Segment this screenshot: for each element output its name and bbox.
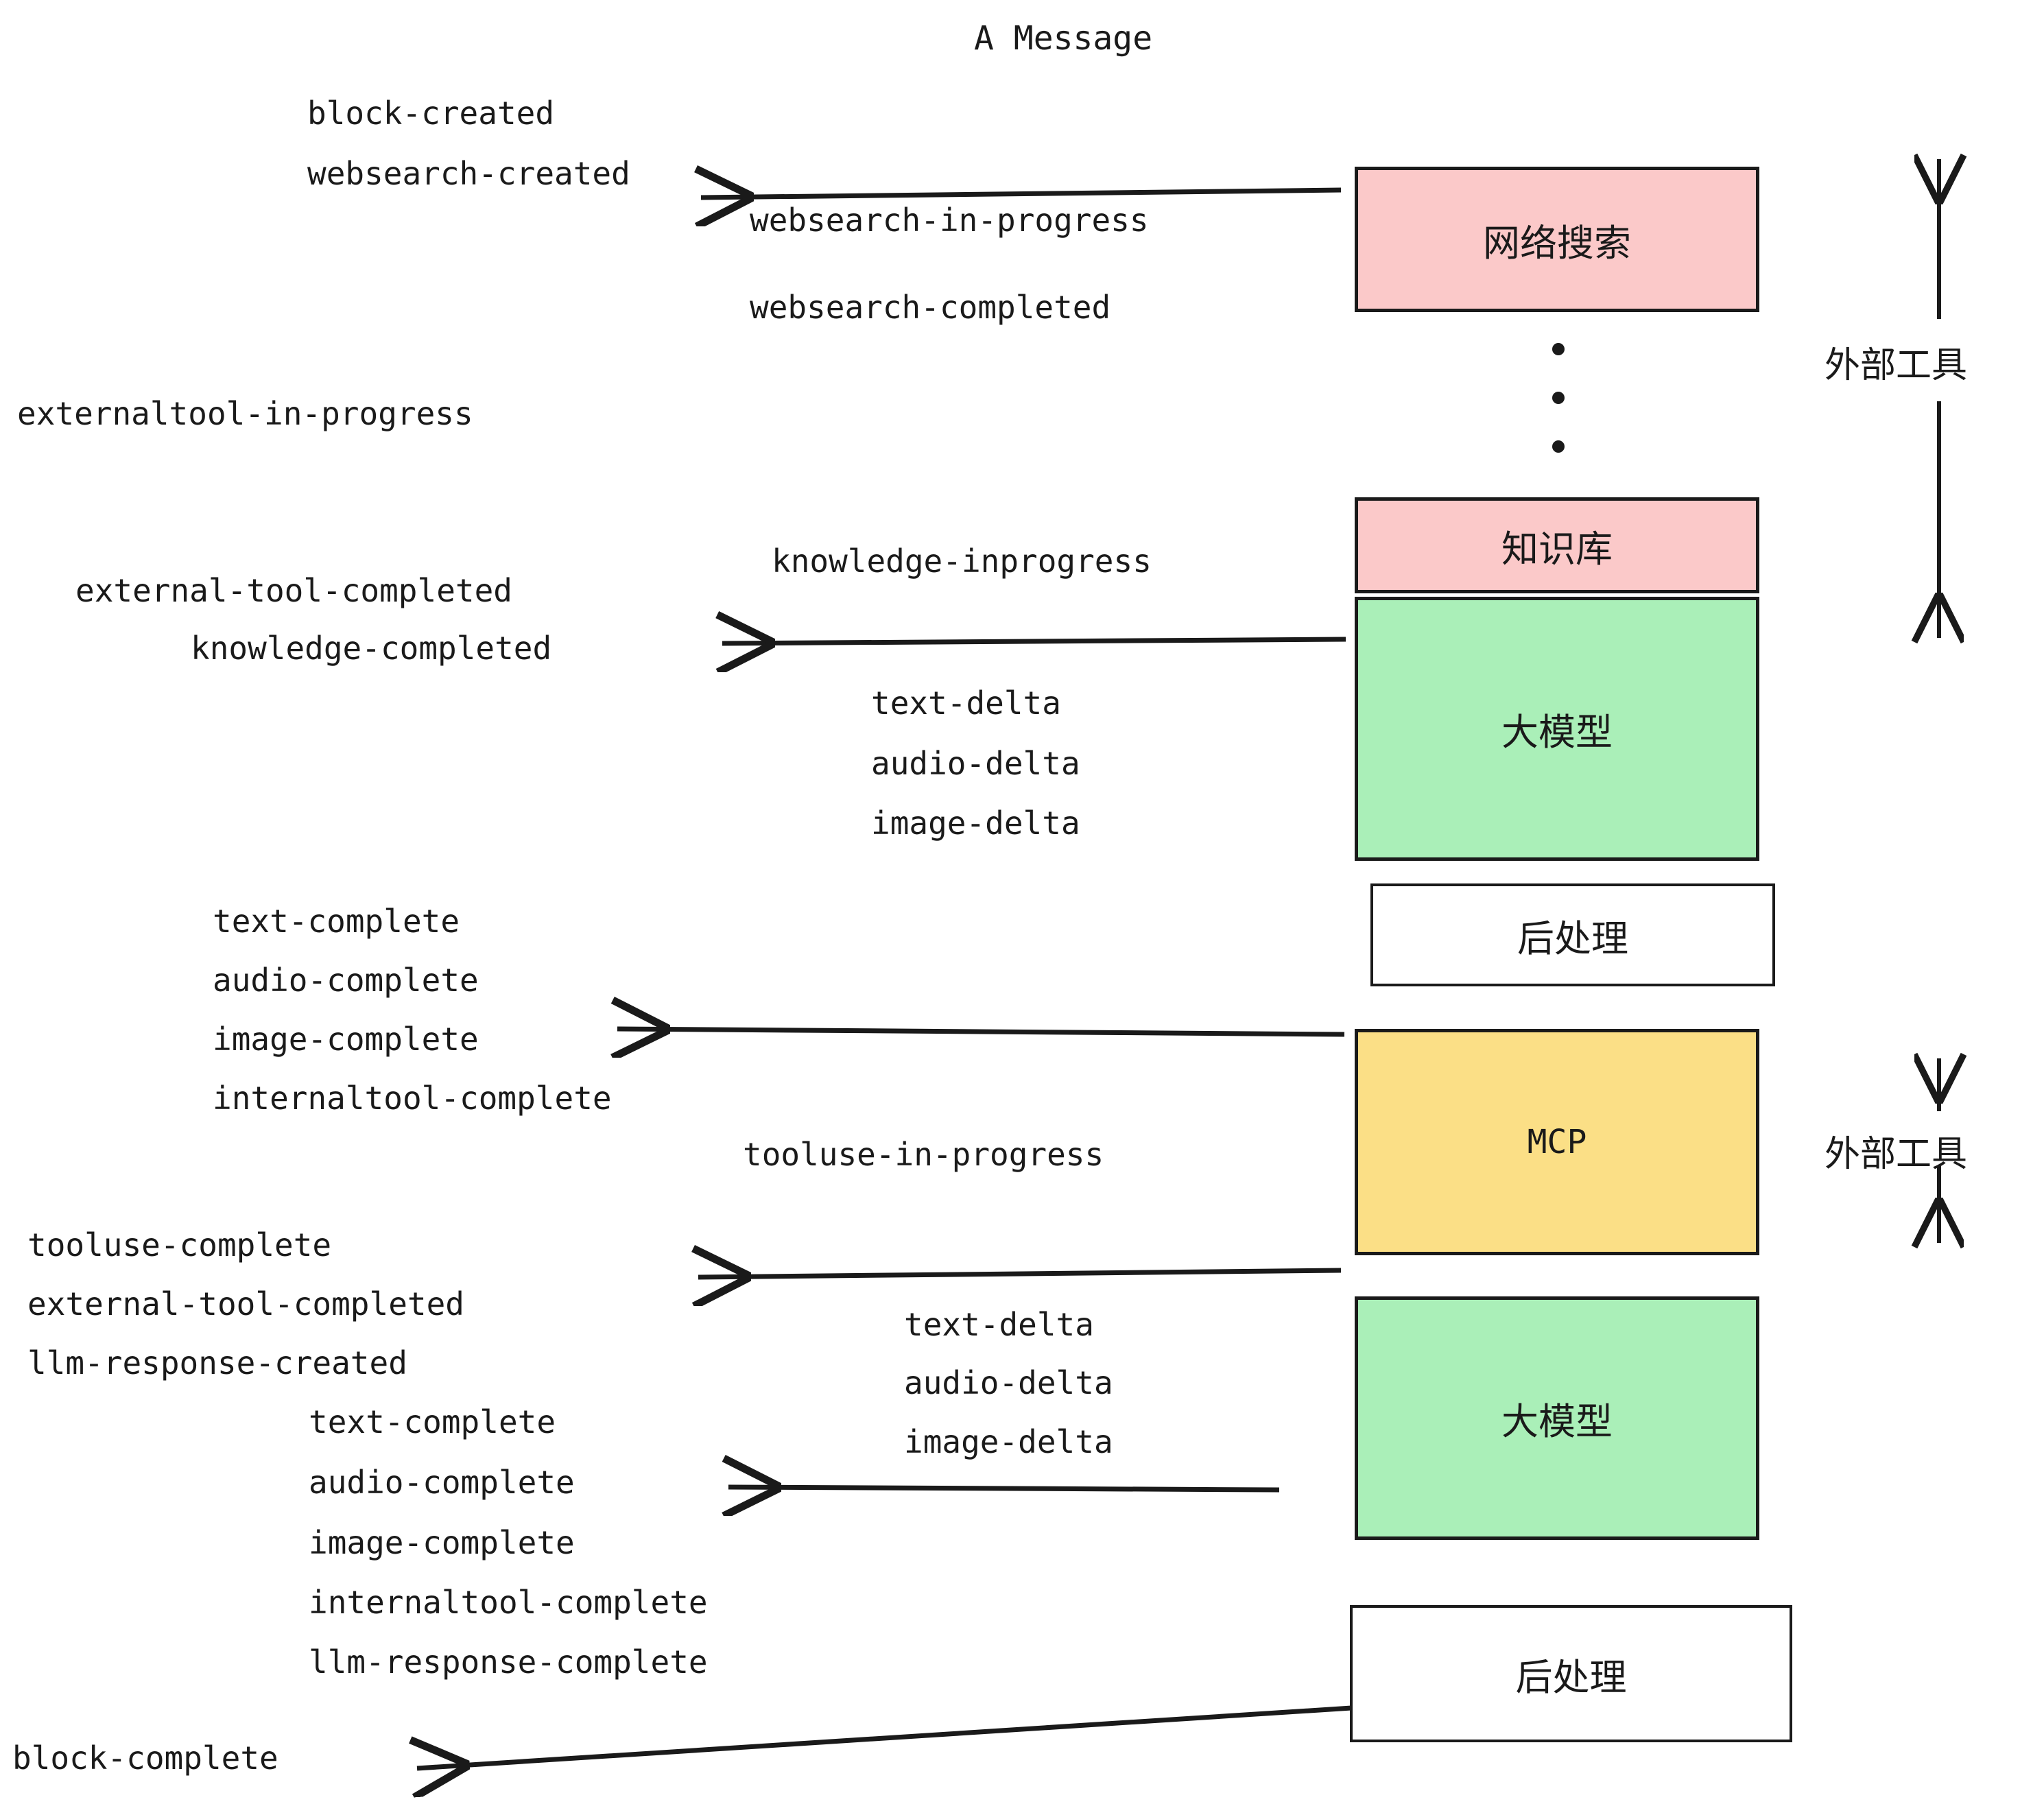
dot-1: [1552, 343, 1565, 355]
event-text-complete-2: text-complete: [309, 1403, 556, 1440]
page-title: A Message: [974, 19, 1153, 58]
event-websearch-created: websearch-created: [307, 155, 630, 192]
arrow-mcp-to-events: [698, 1270, 1342, 1277]
arrow-knowledge-to-events: [722, 639, 1346, 643]
node-postprocess-1[interactable]: 后处理: [1370, 883, 1775, 986]
event-tooluse-complete: tooluse-complete: [27, 1226, 332, 1263]
side-label-external-tools-bottom: 外部工具: [1825, 1134, 1968, 1175]
arrow-llm2-to-events: [728, 1487, 1280, 1490]
arrow-postproc2-to-events: [417, 1705, 1352, 1768]
event-audio-delta-2: audio-delta: [904, 1364, 1113, 1401]
event-block-complete: block-complete: [12, 1740, 278, 1777]
event-externaltool-in-progress: externaltool-in-progress: [17, 395, 473, 432]
node-mcp[interactable]: MCP: [1355, 1029, 1759, 1255]
event-internaltool-complete-1: internaltool-complete: [213, 1080, 612, 1117]
event-image-delta-2: image-delta: [904, 1423, 1113, 1460]
node-llm-1[interactable]: 大模型: [1355, 597, 1759, 861]
event-image-complete-1: image-complete: [213, 1021, 479, 1058]
ellipsis-dots: [1552, 343, 1565, 453]
arrow-websearch-to-events: [701, 190, 1342, 198]
event-block-created: block-created: [307, 95, 555, 132]
node-websearch-label: 网络搜索: [1483, 221, 1631, 265]
event-internaltool-complete-2: internaltool-complete: [309, 1584, 708, 1621]
event-tooluse-in-progress: tooluse-in-progress: [743, 1136, 1104, 1173]
node-postprocess-2[interactable]: 后处理: [1350, 1605, 1792, 1742]
arrow-postproc1-to-events: [617, 1029, 1345, 1034]
event-audio-delta-1: audio-delta: [871, 745, 1080, 782]
event-knowledge-inprogress: knowledge-inprogress: [772, 543, 1152, 580]
side-label-external-tools-top: 外部工具: [1825, 345, 1968, 386]
event-text-complete-1: text-complete: [213, 903, 460, 940]
node-mcp-label: MCP: [1527, 1123, 1587, 1161]
node-postprocess-1-label: 后处理: [1517, 916, 1628, 960]
event-external-tool-completed-2: external-tool-completed: [27, 1285, 464, 1322]
event-knowledge-completed: knowledge-completed: [191, 630, 552, 667]
event-llm-response-created: llm-response-created: [27, 1344, 407, 1381]
node-knowledge[interactable]: 知识库: [1355, 497, 1759, 593]
node-llm-1-label: 大模型: [1501, 711, 1613, 754]
event-audio-complete-1: audio-complete: [213, 962, 479, 999]
node-llm-2[interactable]: 大模型: [1355, 1296, 1759, 1540]
event-external-tool-completed-1: external-tool-completed: [75, 572, 512, 609]
event-llm-response-complete: llm-response-complete: [309, 1643, 708, 1681]
dot-2: [1552, 392, 1565, 404]
event-text-delta-2: text-delta: [904, 1306, 1094, 1343]
node-knowledge-label: 知识库: [1501, 527, 1613, 571]
node-llm-2-label: 大模型: [1501, 1400, 1613, 1443]
event-image-delta-1: image-delta: [871, 805, 1080, 842]
event-websearch-in-progress: websearch-in-progress: [750, 202, 1149, 239]
event-text-delta-1: text-delta: [871, 685, 1061, 722]
node-websearch[interactable]: 网络搜索: [1355, 167, 1759, 312]
dot-3: [1552, 440, 1565, 453]
event-websearch-completed: websearch-completed: [750, 289, 1111, 326]
node-postprocess-2-label: 后处理: [1515, 1655, 1627, 1699]
event-audio-complete-2: audio-complete: [309, 1464, 575, 1501]
event-image-complete-2: image-complete: [309, 1524, 575, 1561]
